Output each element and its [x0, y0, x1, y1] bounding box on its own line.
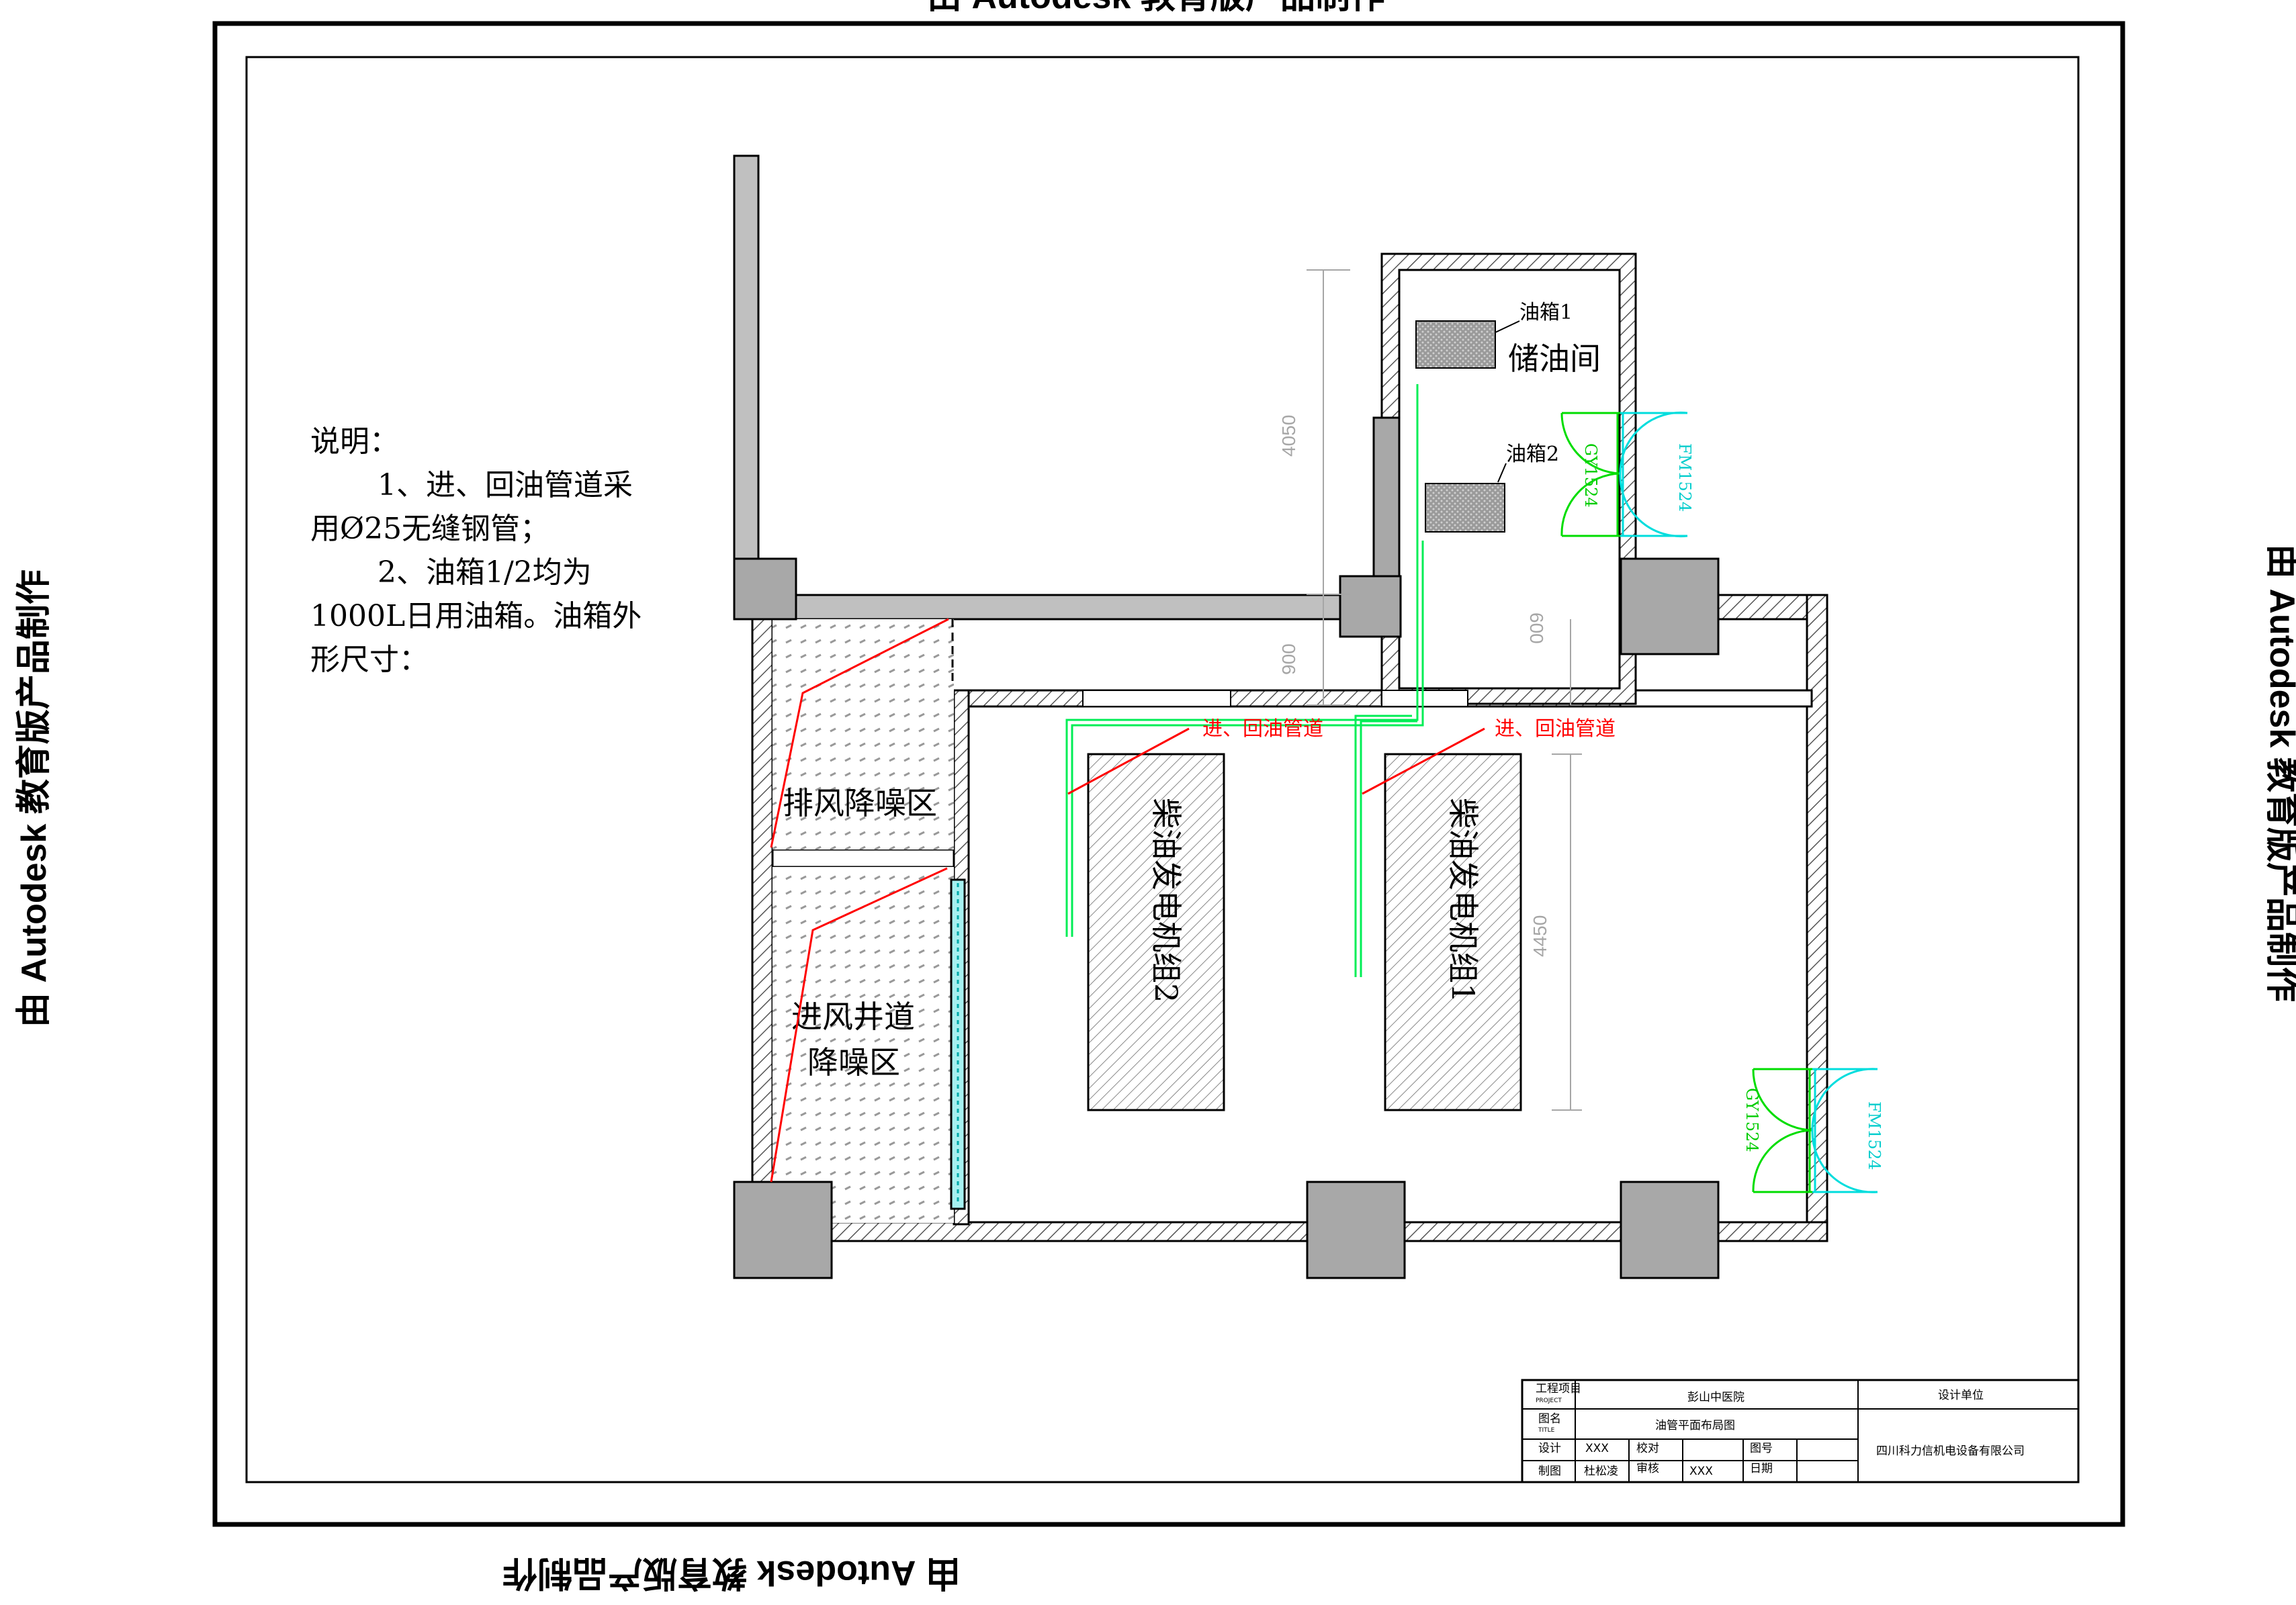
notes-line3: 2、油箱1/2均为: [378, 555, 592, 590]
oil-tank-2: [1425, 483, 1505, 533]
notes-line4: 1000L日用油箱。油箱外: [310, 599, 642, 633]
inner-frame: [245, 56, 2080, 1483]
oil-tank-1: [1415, 320, 1496, 369]
wall-opening-1: [1082, 690, 1231, 707]
outer-frame: [212, 21, 2125, 1527]
exhaust-duct: [733, 154, 760, 560]
dimension-4050-label: 4050: [1278, 415, 1299, 457]
oil-storage-label: 储油间: [1508, 340, 1601, 377]
main-room-left-wall: [751, 594, 774, 1241]
tb-reviewer-label: 审核: [1636, 1462, 1659, 1475]
tb-title-label: 图名: [1538, 1412, 1561, 1426]
watermark-bottom: 由 Autodesk 教育版产品制作: [502, 1553, 961, 1592]
genset-2: [1087, 753, 1225, 1111]
oil-pipe-genset1: [1354, 715, 1412, 977]
tb-date-label: 日期: [1750, 1462, 1773, 1475]
genset-1: [1384, 753, 1522, 1111]
exhaust-zone-fill: [772, 619, 954, 850]
storage-room-pillar: [1372, 416, 1401, 595]
tb-title-value: 油管平面布局图: [1655, 1419, 1735, 1432]
dimension-4450-label: 4450: [1530, 915, 1550, 957]
oil-pipe-genset2-return: [1071, 541, 1424, 937]
door-upper-gy-label: GY1524: [1581, 443, 1600, 508]
tb-project-label-en: PROJECT: [1536, 1397, 1562, 1404]
exhaust-air-line: [770, 618, 949, 848]
tb-checker-value: 杜松凌: [1584, 1465, 1618, 1478]
pipe-label-right: 进、回油管道: [1495, 717, 1616, 741]
column-bottom-right: [1620, 1181, 1720, 1279]
intake-air-line: [770, 867, 948, 1183]
title-block: [1521, 1379, 2080, 1483]
exhaust-zone-label: 排风降噪区: [783, 785, 937, 821]
tb-checker-label: 校对: [1636, 1442, 1659, 1455]
genset2-label: 柴油发电机组2: [1148, 798, 1184, 1003]
notes-line2: 用Ø25无缝钢管；: [310, 512, 549, 546]
dimension-4050: [1307, 269, 1350, 595]
watermark-right: 由 Autodesk 教育版产品制作: [2262, 544, 2296, 1002]
tb-project-value: 彭山中医院: [1687, 1391, 1745, 1404]
pipe-leader-left: [1067, 727, 1190, 795]
pipe-label-left: 进、回油管道: [1202, 717, 1323, 741]
dimension-4450: [1552, 753, 1582, 1111]
dimension-600-label: 600: [1526, 612, 1547, 644]
genset1-label: 柴油发电机组1: [1445, 798, 1481, 1003]
door-lower: [1752, 1068, 1878, 1193]
column-top-right: [1620, 557, 1720, 655]
intake-zone-label-2: 降噪区: [807, 1044, 900, 1081]
intake-zone-fill: [772, 867, 954, 1223]
oil-pipe-genset2: [1065, 384, 1419, 937]
column-beam-mid: [1339, 575, 1402, 638]
door-upper-fm-label: FM1524: [1675, 443, 1694, 512]
tb-drawing-no-label: 图号: [1750, 1442, 1773, 1455]
door-lower-gy-label: GY1524: [1742, 1088, 1761, 1152]
column-bottom-left: [733, 1181, 833, 1279]
dimension-900: [1307, 594, 1350, 706]
notes-line1: 1、进、回油管道采: [378, 468, 633, 502]
tb-drawer-label: 制图: [1538, 1465, 1561, 1478]
tb-title-label-en: TITLE: [1538, 1427, 1555, 1434]
tank2-label: 油箱2: [1506, 443, 1559, 466]
gen-room-right-stub: [1619, 689, 1813, 708]
notes-line5: 形尺寸：: [310, 643, 429, 677]
oil-pipe-genset1-return: [1360, 720, 1417, 977]
tank1-label: 油箱1: [1519, 301, 1573, 324]
watermark-left: 由 Autodesk 教育版产品制作: [15, 569, 54, 1027]
tank1-leader: [1495, 320, 1520, 333]
tb-design-unit-value: 四川科力信机电设备有限公司: [1876, 1444, 2025, 1458]
tb-designer-label: 设计: [1538, 1442, 1561, 1455]
tb-designer-value: XXX: [1585, 1442, 1609, 1455]
pipe-leader-right: [1362, 727, 1485, 795]
column-top-left: [733, 557, 797, 621]
upper-beam-wall: [795, 594, 1341, 621]
watermark-top: 由 Autodesk 教育版产品制作: [927, 0, 1385, 16]
tb-design-unit-label: 设计单位: [1938, 1389, 1984, 1402]
door-upper: [1560, 411, 1688, 538]
intake-zone-label-1: 进风井道: [791, 999, 915, 1035]
wall-opening-2: [1381, 690, 1468, 707]
zone-divider-wall: [771, 848, 955, 868]
tb-reviewer-value: XXX: [1689, 1465, 1713, 1478]
tb-project-label: 工程项目: [1536, 1382, 1581, 1395]
notes-heading: 说明：: [310, 424, 399, 459]
dimension-900-label: 900: [1278, 643, 1299, 675]
tank2-leader: [1497, 463, 1507, 483]
door-lower-fm-label: FM1524: [1865, 1101, 1884, 1170]
column-bottom-mid: [1306, 1181, 1406, 1279]
